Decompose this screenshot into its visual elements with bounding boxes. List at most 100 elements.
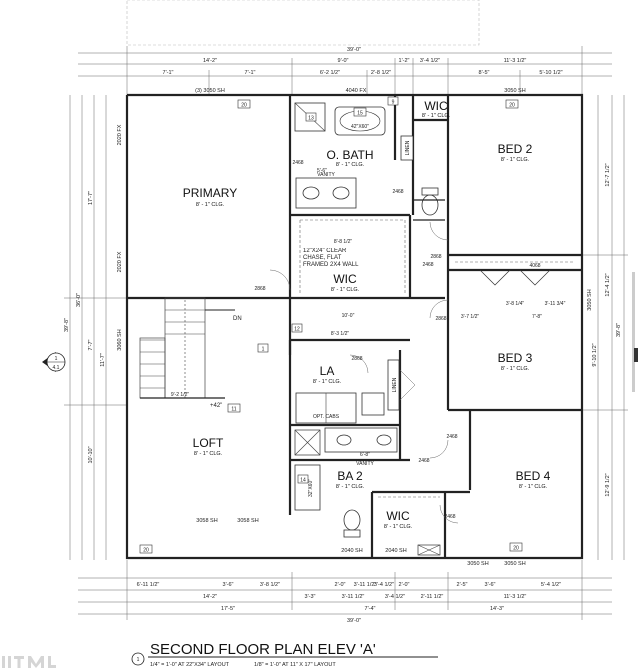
upper-projection-outline (126, 0, 480, 46)
tag: 1 (262, 347, 265, 353)
bottom-dim: 17'-5" (221, 606, 235, 612)
linen-label-2: LINEN (392, 377, 398, 392)
chase (294, 429, 321, 456)
dim: 8'-8 1/2" (334, 239, 353, 245)
door-tag: 2468 (292, 160, 303, 166)
linen-obath (400, 135, 414, 161)
dim: 3'-11 3/4" (545, 301, 566, 307)
right-dim: 9'-10 1/2" (592, 343, 598, 366)
dim: 3'-8 1/4" (506, 301, 525, 307)
window-tag: 4040 FX (346, 88, 367, 94)
top-dim: 9'-0" (338, 58, 349, 64)
top-dim: 7'-1" (163, 70, 174, 76)
room-ceiling: 8' - 1" CLG. (501, 366, 530, 372)
room-name-ba2: BA 2 (337, 469, 363, 483)
top-dim: 14'-2" (203, 58, 217, 64)
bottom-dim: 3'-8 1/2" (260, 582, 280, 588)
bottom-dim: 6'-11 1/2" (137, 582, 160, 588)
room-ceiling: 8' - 1" CLG. (336, 162, 365, 168)
dim: 10'-0" (342, 313, 355, 319)
door-tag: 4068 (529, 263, 540, 269)
bottom-dimensions: 6'-11 1/2" 3'-6" 3'-8 1/2" 2'-0" 3'-11 1… (78, 518, 612, 624)
window-tag: (3) 3050 SH (195, 88, 225, 94)
bottom-dim: 14'-2" (203, 594, 217, 600)
door-tag: 2868 (430, 254, 441, 260)
room-name-primary: PRIMARY (183, 186, 237, 200)
room-name-wic: WIC (333, 272, 357, 286)
room-ceiling: 8' - 1" CLG. (519, 484, 548, 490)
top-dimensions: 39'-0" 14'-2" 9'-0" 1'-2" 3'-4 1/2" 11'-… (78, 46, 612, 95)
door-tag: 2868 (254, 286, 265, 292)
bottom-dim: 2'-5" (457, 582, 468, 588)
bottom-dim: 11'-3 1/2" (504, 594, 527, 600)
tag: 14 (300, 478, 306, 484)
door-tags: 2868 2868 2468 2468 2468 2868 2868 2468 … (254, 160, 540, 520)
down-note: DN (233, 316, 242, 322)
bottom-dim: 3'-11 1/2" (342, 594, 365, 600)
room-labels: PRIMARY 8' - 1" CLG. O. BATH 8' - 1" CLG… (183, 99, 551, 530)
bottom-dim: 3'-3" (305, 594, 316, 600)
bottom-dim: 3'-6" (223, 582, 234, 588)
window-tag: 2040 SH (341, 548, 362, 554)
right-overall-dim: 39'-8" (616, 323, 622, 337)
top-overall-dim: 39'-0" (347, 47, 361, 53)
scale-note: 1/8" = 1'-0" AT 11" X 17" LAYOUT (254, 662, 336, 668)
toilet-primary (421, 194, 439, 216)
room-ceiling: 8' - 1" CLG. (501, 157, 530, 163)
tag: 15 (357, 111, 363, 117)
bottom-dim: 3'-6" (485, 582, 496, 588)
tag: 20 (241, 103, 247, 109)
right-dim: 12'-4 1/2" (605, 273, 611, 296)
room-name-loft: LOFT (193, 436, 224, 450)
dim: 9'-2 1/2" (171, 392, 190, 398)
marker-number: 1 (55, 356, 58, 362)
window-tag: 2020 FX (117, 251, 123, 272)
room-name-bed2: BED 2 (498, 142, 533, 156)
room-ceiling: 8' - 1" CLG. (422, 113, 451, 119)
chase-note-text: 12"X24" CLEAR CHASE, FLAT FRAMED 2X4 WAL… (303, 248, 359, 268)
top-dim: 5'-10 1/2" (539, 70, 562, 76)
room-name-wic: WIC (386, 509, 410, 523)
bottom-dim: 3'-4 1/2" (374, 582, 394, 588)
window-tag: 3060 SH (117, 329, 123, 350)
right-dim: 12'-7 1/2" (605, 163, 611, 186)
top-dim: 8'-5" (479, 70, 490, 76)
left-dim: 10'-10" (88, 446, 94, 463)
window-tag: 3058 SH (237, 518, 258, 524)
drawing-title: SECOND FLOOR PLAN ELEV 'A' (150, 641, 376, 658)
interior-walls (240, 95, 582, 558)
window-tag: 2040 SH (385, 548, 406, 554)
title-marker (131, 652, 145, 666)
tag: 20 (513, 546, 519, 552)
top-dim: 3'-4 1/2" (420, 58, 440, 64)
left-dim: 36'-0" (76, 293, 82, 307)
dim: 5'-6" (317, 168, 327, 174)
room-ceiling: 8' - 1" CLG. (196, 202, 225, 208)
window-tag: 2020 FX (117, 124, 123, 145)
toilet-ba2 (343, 509, 361, 531)
dim: 8'-3 1/2" (331, 331, 350, 337)
room-ceiling: 8' - 1" CLG. (336, 484, 365, 490)
door-tag: 2868 (435, 316, 446, 322)
tub-ba2 (294, 464, 321, 511)
room-ceiling: 8' - 1" CLG. (194, 451, 223, 457)
bottom-dim: 3'-11 1/2" (354, 582, 377, 588)
dim: 3'-7 1/2" (461, 314, 480, 320)
window-tag: 3050 SH (587, 289, 593, 310)
right-dim: 12'-9 1/2" (605, 473, 611, 496)
bottom-dim: 14'-3" (490, 606, 504, 612)
bottom-dim: 5'-4 1/2" (541, 582, 561, 588)
door-tag: 2468 (392, 189, 403, 195)
door-tag: 2468 (418, 458, 429, 464)
vanity-label: VANITY (317, 172, 335, 178)
tub-ba2-size: 32"X60" (308, 479, 314, 497)
tag: 20 (143, 548, 149, 554)
section-marker: 1 4.1 (42, 352, 66, 372)
door-tag: 2868 (351, 356, 362, 362)
bottom-dim: 3'-4 1/2" (385, 594, 405, 600)
window-tag: 3058 SH (196, 518, 217, 524)
opt-cabs-label: OPT. CABS (313, 414, 340, 420)
top-dim: 7'-1" (245, 70, 256, 76)
tag: 13 (308, 116, 314, 122)
bottom-dim: 2'-11 1/2" (421, 594, 444, 600)
